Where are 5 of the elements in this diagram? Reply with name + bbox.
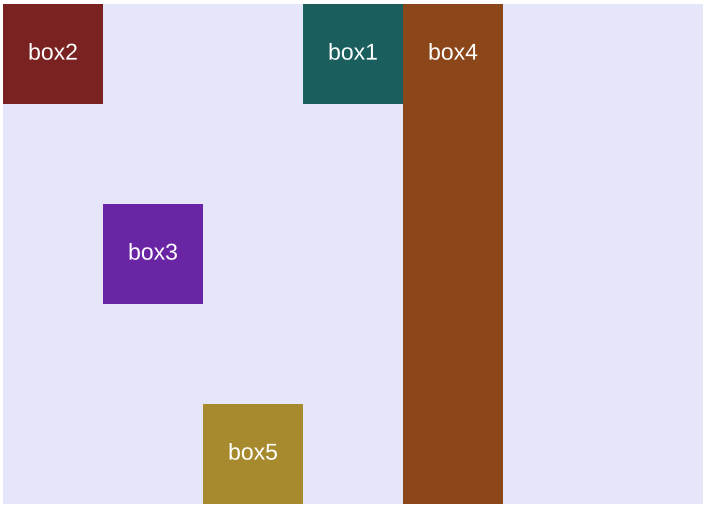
box: box4 <box>403 4 503 504</box>
box: box5 <box>203 404 303 504</box>
box: box2 <box>3 4 103 104</box>
box: box1 <box>303 4 403 104</box>
box: box3 <box>103 204 203 304</box>
